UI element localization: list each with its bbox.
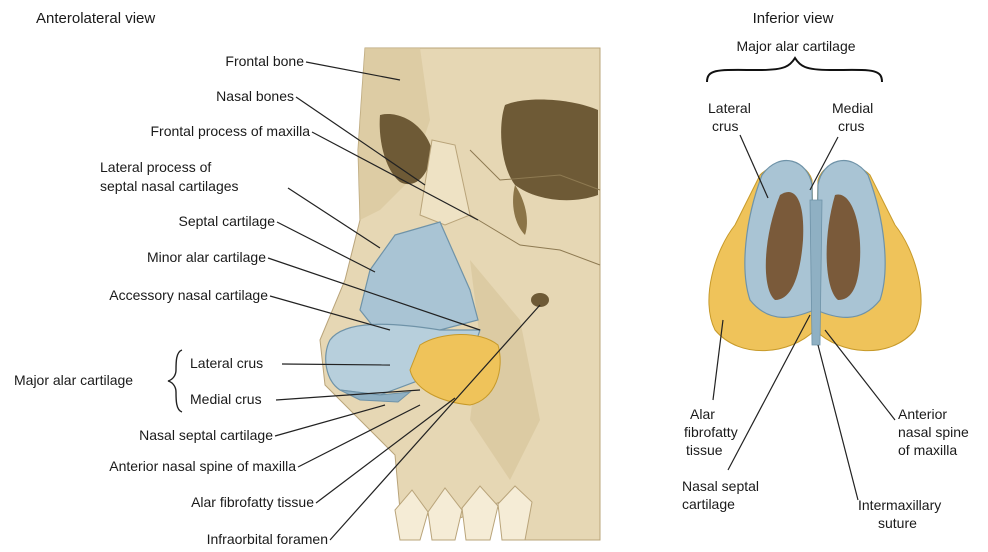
- infraorbital-foramen: [531, 293, 549, 307]
- skull-illustration: [320, 48, 600, 540]
- label-inf-alar-line2: fibrofatty: [684, 424, 738, 441]
- label-frontal-process: Frontal process of maxilla: [150, 123, 310, 140]
- label-inf-alar-line3: tissue: [686, 442, 723, 459]
- left-brace: [168, 350, 182, 412]
- label-inf-medial-crus-line2: crus: [838, 118, 864, 135]
- label-inf-intermaxillary-line1: Intermaxillary: [858, 497, 941, 514]
- label-septal-cartilage: Septal cartilage: [178, 213, 275, 230]
- label-major-alar-cartilage: Major alar cartilage: [14, 372, 133, 389]
- label-inf-lateral-crus-line1: Lateral: [708, 100, 751, 117]
- label-inf-alar-line1: Alar: [690, 406, 715, 423]
- label-nasal-bones: Nasal bones: [216, 88, 294, 105]
- label-inf-medial-crus-line1: Medial: [832, 100, 873, 117]
- label-minor-alar-cartilage: Minor alar cartilage: [147, 249, 266, 266]
- brace: [707, 58, 882, 82]
- label-inf-intermaxillary-line2: suture: [878, 515, 917, 532]
- label-inf-anterior-spine-line3: of maxilla: [898, 442, 957, 459]
- label-inf-lateral-crus-line2: crus: [712, 118, 738, 135]
- label-inf-anterior-spine-line1: Anterior: [898, 406, 947, 423]
- septum-strip: [810, 200, 822, 345]
- label-anterior-nasal-spine: Anterior nasal spine of maxilla: [109, 458, 296, 475]
- label-lateral-process-line2: septal nasal cartilages: [100, 178, 239, 195]
- right-orbit: [501, 100, 598, 201]
- label-medial-crus: Medial crus: [190, 391, 262, 408]
- label-inf-nasal-septal-line2: cartilage: [682, 496, 735, 513]
- label-nasal-septal-cartilage: Nasal septal cartilage: [139, 427, 273, 444]
- label-infraorbital-foramen: Infraorbital foramen: [207, 531, 328, 548]
- label-accessory-nasal-cartilage: Accessory nasal cartilage: [109, 287, 268, 304]
- label-lateral-crus: Lateral crus: [190, 355, 263, 372]
- inferior-title: Inferior view: [738, 10, 848, 27]
- label-inf-nasal-septal-line1: Nasal septal: [682, 478, 759, 495]
- label-inf-major-alar: Major alar cartilage: [716, 38, 876, 55]
- anterolateral-title: Anterolateral view: [36, 10, 155, 27]
- label-frontal-bone: Frontal bone: [225, 53, 304, 70]
- label-alar-fibrofatty-tissue: Alar fibrofatty tissue: [191, 494, 314, 511]
- label-inf-anterior-spine-line2: nasal spine: [898, 424, 969, 441]
- label-lateral-process-line1: Lateral process of: [100, 159, 211, 176]
